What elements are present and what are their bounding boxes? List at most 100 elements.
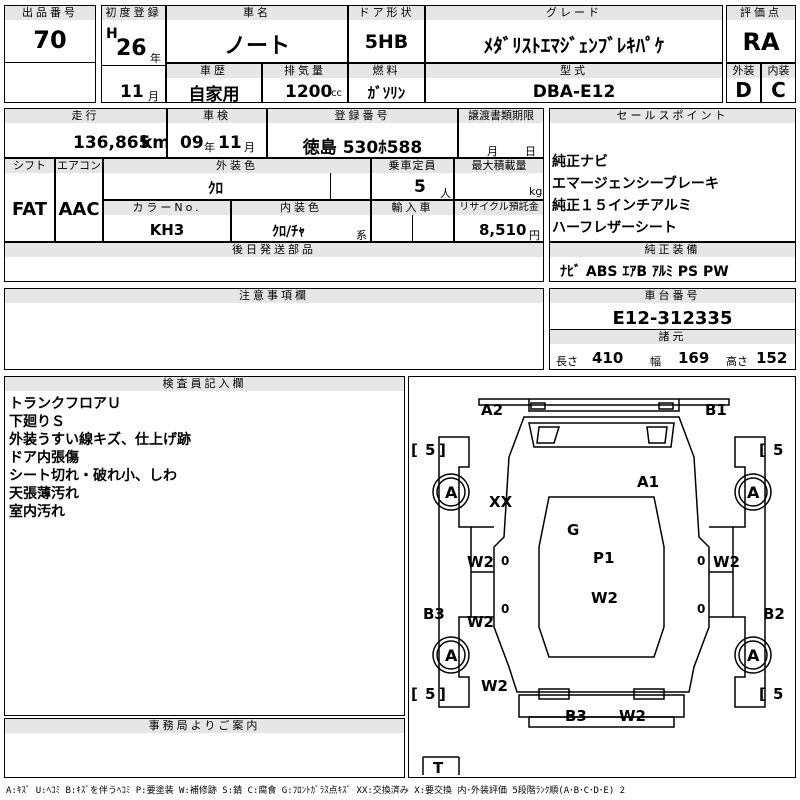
tread-rear-left-bracket-end: ] <box>439 685 446 703</box>
inspector-note-line: 外装うすい線キズ、仕上げ跡 <box>9 432 191 448</box>
mark-B2-right: B2 <box>763 605 785 623</box>
tire-front-right: A <box>747 483 760 502</box>
inspector-note-line: トランクフロアＵ <box>9 396 121 412</box>
car-name: ノート <box>223 34 290 59</box>
tire-rear-left: A <box>445 646 458 665</box>
specs-label: 諸元 <box>550 330 795 344</box>
shift-box: シフト FAT <box>4 158 55 242</box>
import-box: 輸入車 <box>371 200 454 242</box>
mark-W2-center: W2 <box>591 589 618 607</box>
score-label: 評価点 <box>727 6 795 20</box>
shift-label: シフト <box>5 159 54 173</box>
fuel-box: 燃料 ｶﾞｿﾘﾝ <box>348 63 425 103</box>
displacement-label: 排気量 <box>263 64 347 78</box>
color-no-label: カラーNo. <box>104 201 230 215</box>
grade-label: グレード <box>426 6 722 20</box>
int-color-box: 内装色 ｸﾛ/ﾁｬ 系 <box>231 200 371 242</box>
car-damage-diagram: A2 B1 A1 XX G P1 W2 W2 W2 W2 W2 B3 B2 B3… <box>411 398 785 777</box>
recycle-box: リサイクル預託金 8,510 円 <box>454 200 544 242</box>
tread-rear-left-bracket: [ <box>411 685 418 703</box>
mark-G: G <box>567 521 579 539</box>
mark-A1: A1 <box>637 473 659 491</box>
tread-front-left-bracket: [ <box>411 441 418 459</box>
mark-W2-rear: W2 <box>619 707 646 725</box>
transfer-doc-label: 譲渡書類期限 <box>459 109 543 123</box>
inspection-year: 09 <box>180 133 204 153</box>
height: 152 <box>756 349 788 367</box>
length-label: 長さ <box>556 355 578 368</box>
door-box: ドア形状 5HB <box>348 5 425 63</box>
genuine-equipment: ﾅﾋﾞ ABS ｴｱB ｱﾙﾐ PS PW <box>560 264 729 280</box>
aircon: AAC <box>58 199 100 220</box>
spare-tire: T <box>433 759 444 777</box>
model: DBA-E12 <box>532 82 616 102</box>
width-label: 幅 <box>650 355 661 368</box>
interior-box: 内装 C <box>761 63 796 103</box>
mark-zero: 0 <box>501 602 509 616</box>
lot-number-label: 出品番号 <box>5 6 95 20</box>
legend: A:ｷｽﾞ U:ﾍｺﾐ B:ｷｽﾞを伴うﾍｺﾐ P:要塗装 W:補修跡 S:錆 … <box>6 786 626 796</box>
mark-W2-front-left: W2 <box>467 553 494 571</box>
capacity-unit: 人 <box>440 187 451 200</box>
inspector-note-line: シート切れ・破れ小、しわ <box>9 468 177 484</box>
sales-point-item: ハーフレザーシート <box>552 220 677 236</box>
inspector-notes-label: 検査員記入欄 <box>5 377 404 391</box>
car-name-label: 車名 <box>167 6 347 20</box>
transfer-doc-box: 譲渡書類期限 月 日 <box>458 108 544 158</box>
mark-B3-left: B3 <box>423 605 445 623</box>
sales-point-item: 純正ナビ <box>552 154 608 170</box>
inspection-month-unit: 月 <box>244 141 255 154</box>
mark-W2-rear-left: W2 <box>467 613 494 631</box>
genuine-equipment-label: 純正装備 <box>550 243 795 257</box>
car-name-box: 車名 ノート <box>166 5 348 63</box>
inspection-year-unit: 年 <box>204 141 215 154</box>
color-no: KH3 <box>149 221 185 239</box>
mileage-unit: km <box>141 133 171 153</box>
mark-A2: A2 <box>481 401 503 419</box>
reg-year: 26 <box>116 36 147 61</box>
inspector-note-line: 下廻りＳ <box>9 414 65 430</box>
tread-front-left-bracket-end: ] <box>439 441 446 459</box>
tread-rear-right-bracket: [ <box>759 685 766 703</box>
capacity-box: 乗車定員 5 人 <box>371 158 454 200</box>
import-label: 輸入車 <box>372 201 453 215</box>
int-color-label: 内装色 <box>232 201 370 215</box>
tread-front-right-bracket: [ <box>759 441 766 459</box>
sales-point-label: セールスポイント <box>550 109 795 123</box>
lot-number-box: 出品番号 70 <box>4 5 96 103</box>
transfer-day-unit: 日 <box>525 145 536 158</box>
score-box: 評価点 RA <box>726 5 796 63</box>
later-parts-box: 後日発送部品 <box>4 242 544 282</box>
office-notice-box: 事務局よりご案内 <box>4 718 405 778</box>
exterior-label: 外装 <box>727 64 760 78</box>
later-parts-label: 後日発送部品 <box>5 243 543 257</box>
max-load-unit: kg <box>529 185 543 198</box>
history-label: 車歴 <box>167 64 261 78</box>
ext-color: ｸﾛ <box>208 179 224 197</box>
sales-point-item: エマージェンシーブレーキ <box>552 176 719 192</box>
ext-color-label: 外装色 <box>104 159 370 173</box>
max-load-box: 最大積載量 kg <box>454 158 544 200</box>
sales-point-box: セールスポイント 純正ナビ エマージェンシーブレーキ 純正１５インチアルミ ハー… <box>549 108 796 242</box>
tire-front-left: A <box>445 483 458 502</box>
inspection-month: 11 <box>218 133 242 153</box>
history: 自家用 <box>188 85 240 105</box>
shift: FAT <box>11 199 48 220</box>
exterior-grade: D <box>735 78 752 102</box>
sales-point-item: 純正１５インチアルミ <box>552 198 692 214</box>
notes-box: 注意事項欄 <box>4 288 544 370</box>
car-diagram-box: A2 B1 A1 XX G P1 W2 W2 W2 W2 W2 B3 B2 B3… <box>408 376 796 778</box>
grade: ﾒﾀﾞﾘｽﾄｴﾏｼﾞｪﾝﾌﾞﾚｷﾊﾟｹ <box>483 35 665 57</box>
inspector-note-line: ドア内張傷 <box>9 450 79 466</box>
int-color: ｸﾛ/ﾁｬ <box>272 224 306 240</box>
door-label: ドア形状 <box>349 6 424 20</box>
fuel-label: 燃料 <box>349 64 424 78</box>
height-label: 高さ <box>726 355 748 368</box>
width: 169 <box>678 349 710 367</box>
length: 410 <box>592 349 624 367</box>
max-load-label: 最大積載量 <box>455 159 543 173</box>
chassis-box: 車台番号 E12-312335 諸元 長さ 410 幅 169 高さ 152 <box>549 288 796 370</box>
transfer-month-unit: 月 <box>487 145 498 158</box>
registration-number: 徳島 530ﾎ588 <box>302 138 423 158</box>
inspector-note-line: 室内汚れ <box>9 504 65 520</box>
